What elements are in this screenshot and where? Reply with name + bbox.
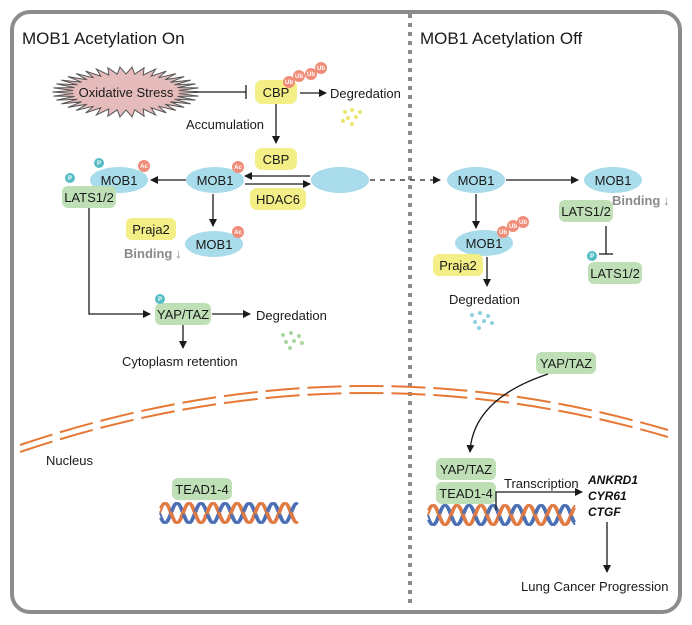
phospho-mark-yap	[155, 294, 165, 304]
mob1-right-shared-node	[447, 167, 505, 193]
binding-left-arrow: ↓	[175, 246, 182, 261]
cbp2-box	[255, 148, 297, 170]
ac-mark-center-label: Ac	[234, 165, 242, 171]
dna-strand	[427, 503, 576, 527]
phospho-mark-lats-right	[587, 251, 597, 261]
dna-helix-right	[427, 503, 576, 527]
mob1-right-b-node	[584, 167, 642, 193]
degradation-dots-blue	[470, 311, 494, 330]
hdac6-label: HDAC6	[256, 192, 300, 207]
binding-right-arrow: ↓	[663, 193, 670, 208]
praja2-left-label: Praja2	[132, 222, 170, 237]
lats-right-a-label: LATS1/2	[561, 204, 611, 219]
mob1-unacetylated-node	[311, 167, 369, 193]
yaptaz-left-box	[155, 303, 211, 325]
ac-mark-low	[232, 226, 244, 238]
oxidative-stress-label: Oxidative Stress	[79, 85, 174, 100]
lung-cancer-progression-label: Lung Cancer Progression	[521, 579, 668, 594]
membrane-arc	[19, 384, 669, 446]
tead-left-box	[172, 478, 232, 500]
svg-text:Ub: Ub	[285, 80, 293, 86]
mob1-low-label: MOB1	[196, 237, 233, 252]
phospho-mark-mob1	[94, 158, 104, 168]
ub-chain-mob1: Ub Ub Ub	[497, 216, 529, 238]
tead-left-label: TEAD1-4	[175, 482, 228, 497]
membrane-arc	[19, 391, 669, 453]
right-panel-title: MOB1 Acetylation Off	[420, 29, 582, 48]
praja2-right-label: Praja2	[439, 258, 477, 273]
tead-right-label: TEAD1-4	[439, 486, 492, 501]
phospho-mark-mob1-label: P	[97, 161, 101, 167]
phospho-mark-yap-label: P	[158, 297, 162, 303]
degradation-label-right: Degredation	[449, 292, 520, 307]
praja2-left-box	[126, 218, 176, 240]
lats-left-box	[62, 186, 116, 208]
mob1-center-node	[186, 167, 244, 193]
svg-text:Ub: Ub	[509, 224, 517, 230]
mob1-center-label: MOB1	[197, 173, 234, 188]
gene-cyr61: CYR61	[588, 489, 627, 503]
cbp-label: CBP	[263, 85, 290, 100]
arrow-transcription	[495, 488, 583, 510]
phospho-mark-lats-right-label: P	[590, 254, 594, 260]
svg-text:Ub: Ub	[307, 72, 315, 78]
stress-spiky-shape	[52, 66, 200, 118]
praja2-right-box	[433, 254, 483, 276]
svg-text:Ub: Ub	[519, 220, 527, 226]
lats-right-a-box	[559, 200, 613, 222]
ac-mark-low-label: Ac	[234, 230, 242, 236]
mob1-ub-node	[455, 230, 513, 256]
mob1-low-node	[185, 231, 243, 257]
ac-mark-left	[138, 160, 150, 172]
yaptaz-nuclear-box	[436, 458, 496, 480]
left-panel-title: MOB1 Acetylation On	[22, 29, 185, 48]
arrow-lats-to-yaptaz	[88, 208, 151, 318]
lats-left-label: LATS1/2	[64, 190, 114, 205]
ub-chain-cbp: Ub Ub Ub Ub	[283, 62, 327, 88]
tead-right-box	[436, 482, 496, 504]
svg-text:Ub: Ub	[317, 66, 325, 72]
phospho-mark-lats	[65, 173, 75, 183]
nuclear-membrane	[19, 384, 669, 453]
degradation-label-cbp: Degredation	[330, 86, 401, 101]
dna-helix-left	[159, 501, 299, 525]
degradation-dots-green	[281, 331, 304, 350]
svg-text:Ub: Ub	[499, 230, 507, 236]
hdac6-box	[250, 188, 306, 210]
transcription-label: Transcription	[504, 476, 579, 491]
ac-mark-center	[232, 161, 244, 173]
yaptaz-nuclear-label: YAP/TAZ	[440, 462, 492, 477]
binding-right-label: Binding	[612, 193, 660, 208]
svg-text:Ub: Ub	[295, 74, 303, 80]
lats-right-b-box	[588, 262, 642, 284]
dna-strand	[427, 503, 576, 527]
arrow-yaptaz-nuclear-entry	[466, 373, 549, 453]
dna-strand	[159, 501, 299, 525]
mob1-right-shared-label: MOB1	[458, 173, 495, 188]
mob1-lats-bound-label: MOB1	[101, 173, 138, 188]
dna-strand	[427, 503, 576, 527]
yaptaz-right-label: YAP/TAZ	[540, 356, 592, 371]
lats-right-b-label: LATS1/2	[590, 266, 640, 281]
gene-ankrd1: ANKRD1	[587, 473, 638, 487]
oxidative-stress-node: Oxidative Stress	[52, 66, 200, 118]
outer-frame	[10, 10, 682, 614]
degradation-dots-yellow	[341, 108, 362, 126]
accumulation-label: Accumulation	[186, 117, 264, 132]
ac-mark-left-label: Ac	[140, 164, 148, 170]
cytoplasm-retention-label: Cytoplasm retention	[122, 354, 238, 369]
phospho-mark-lats-label: P	[68, 176, 72, 182]
nucleus-label: Nucleus	[46, 453, 93, 468]
yaptaz-right-box	[536, 352, 596, 374]
dna-strand	[159, 501, 299, 525]
mob1-ub-label: MOB1	[466, 236, 503, 251]
binding-left-label: Binding	[124, 246, 172, 261]
degradation-label-yaptaz: Degredation	[256, 308, 327, 323]
gene-ctgf: CTGF	[588, 505, 621, 519]
mob1-right-b-label: MOB1	[595, 173, 632, 188]
yaptaz-left-label: YAP/TAZ	[157, 307, 209, 322]
cbp2-label: CBP	[263, 152, 290, 167]
